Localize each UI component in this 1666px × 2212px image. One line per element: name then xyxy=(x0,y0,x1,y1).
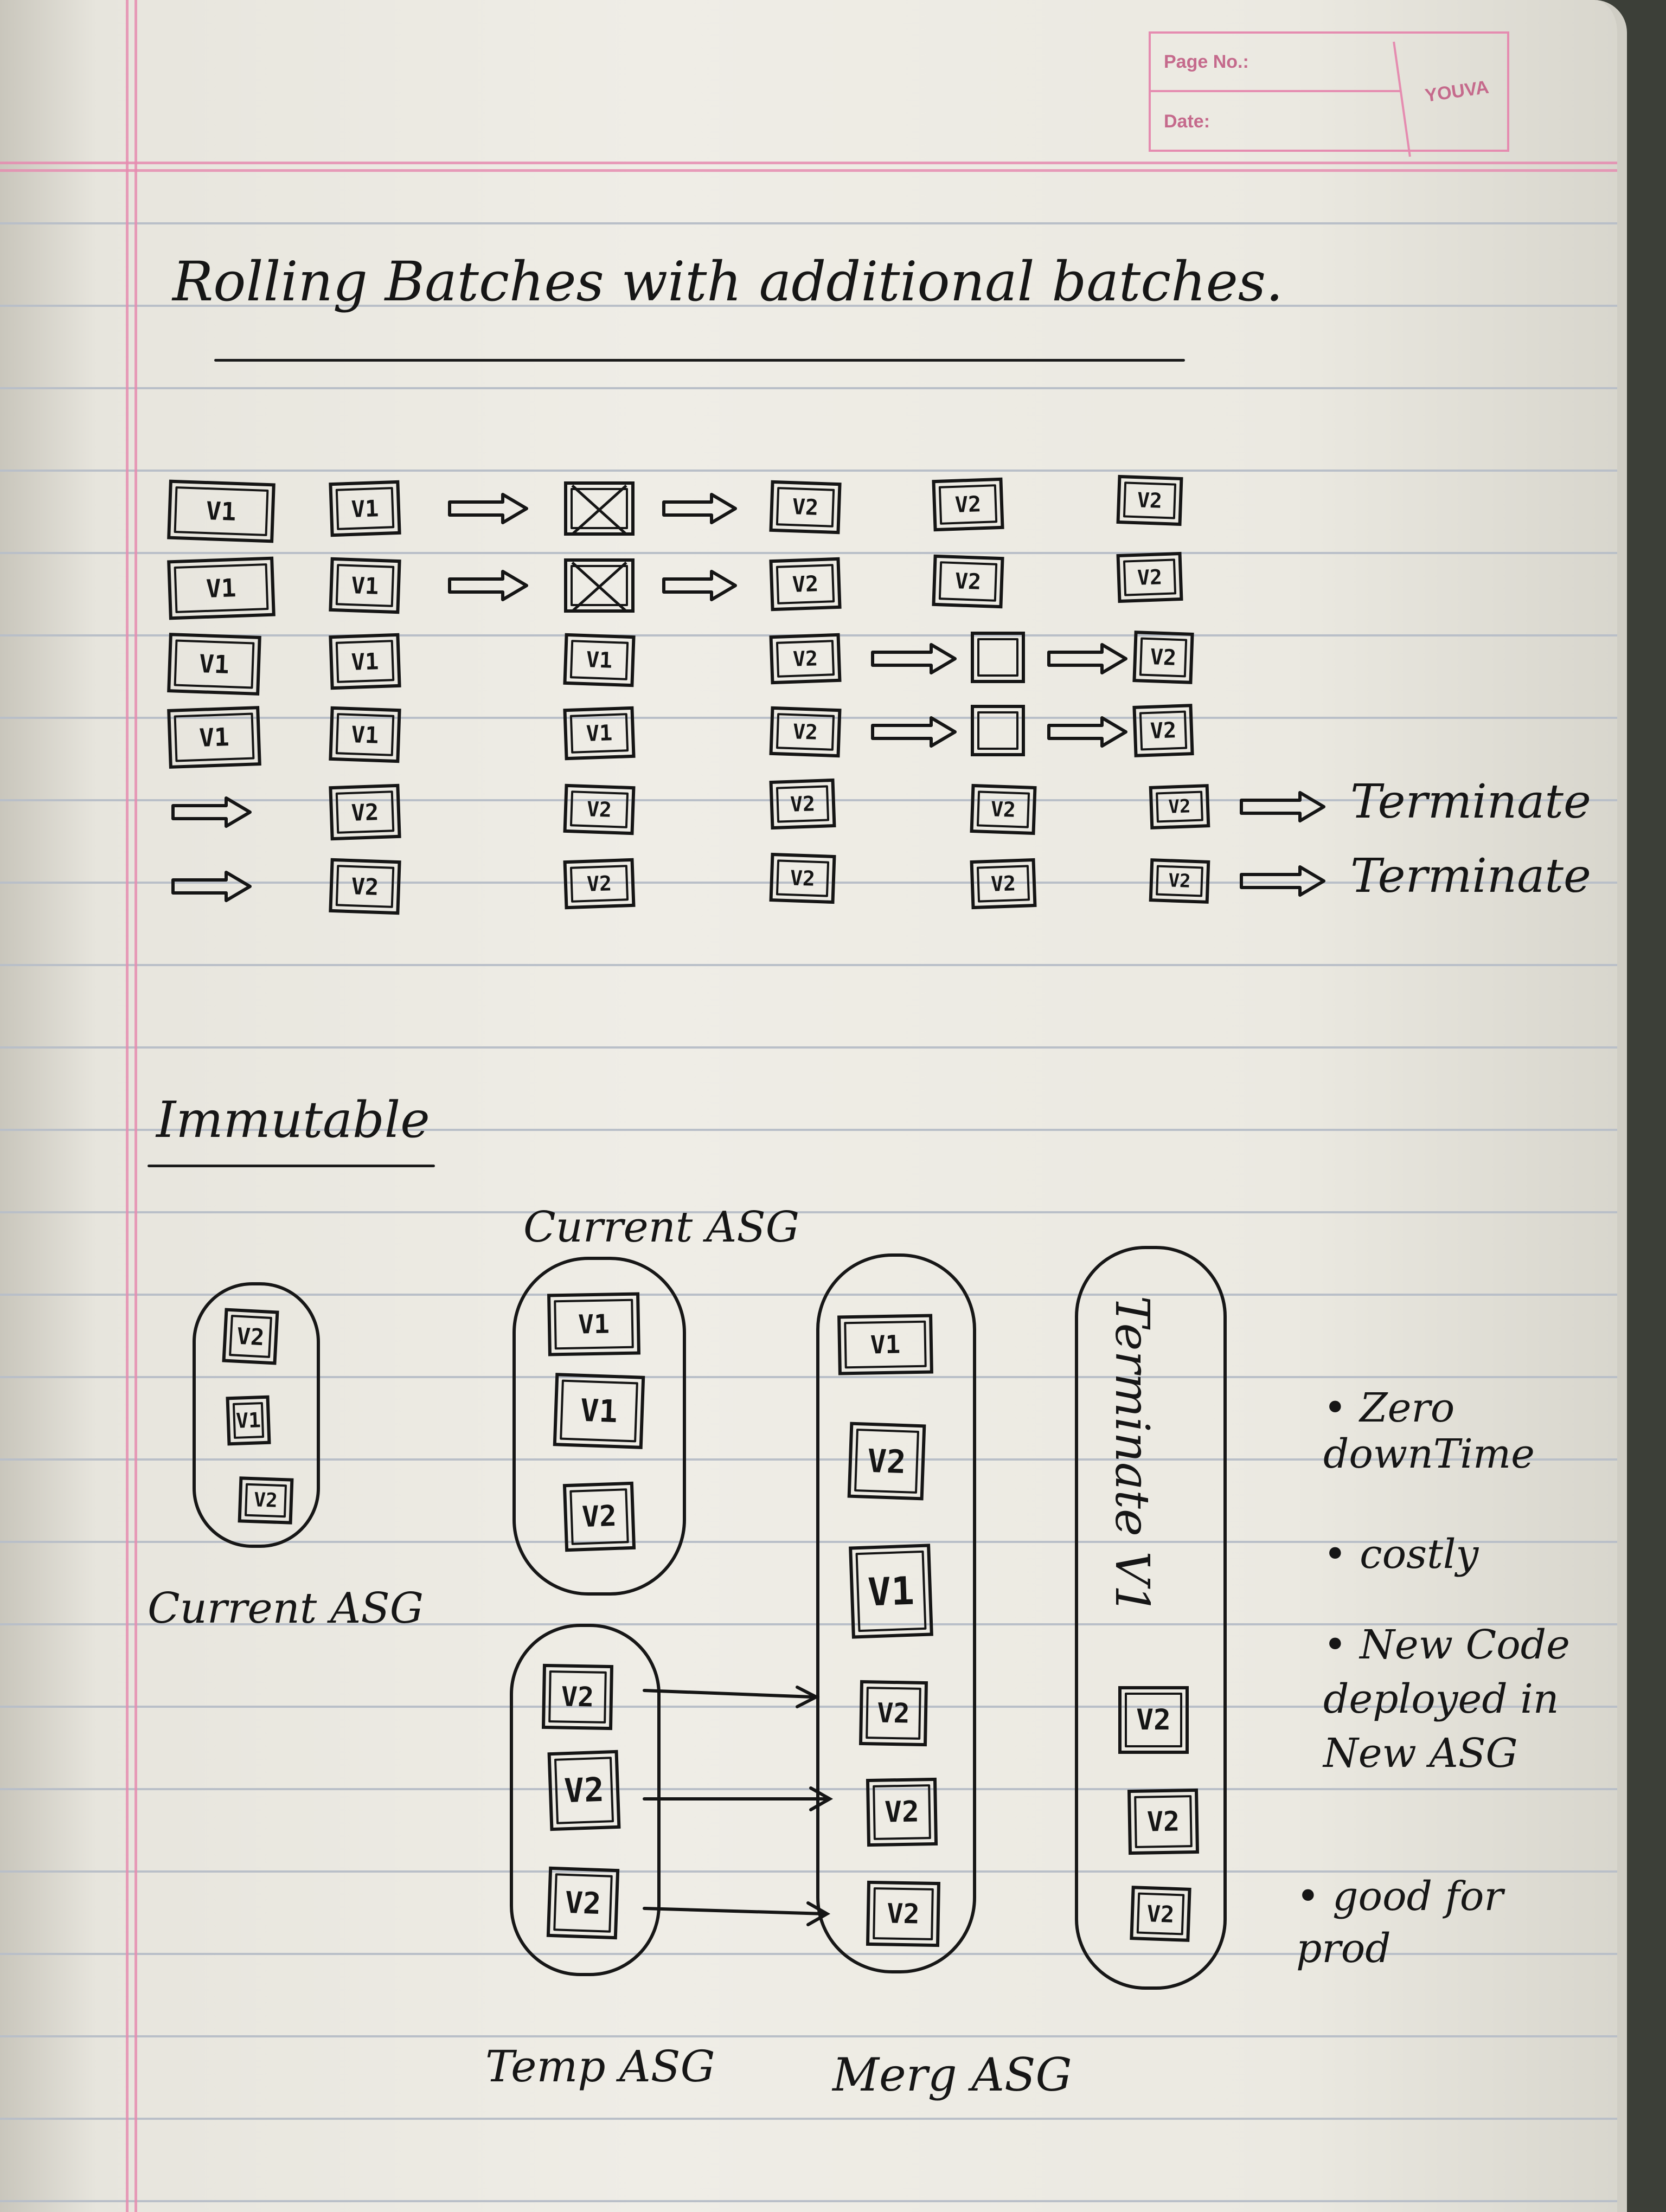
terminate-col-v2-box: V2 xyxy=(1118,1686,1189,1754)
rolling-arrow-icon xyxy=(1240,791,1325,822)
terminate-label: Terminate xyxy=(1350,849,1591,903)
rolling-arrow-icon xyxy=(662,493,737,524)
merge-asg-label: Merg ASG xyxy=(832,2048,1072,2101)
terminated-box xyxy=(564,558,635,613)
instance-label: V2 xyxy=(1136,1703,1171,1737)
rolling-arrow-icon xyxy=(1240,865,1325,897)
rolling-arrow-icon xyxy=(871,643,957,674)
terminate-label: Terminate xyxy=(1350,775,1591,829)
rolling-title: Rolling Batches with additional batches. xyxy=(172,250,1283,313)
note-good-for-prod: • good for prod xyxy=(1296,1873,1503,1972)
temp-to-merge-arrows xyxy=(643,1686,834,1926)
empty-box xyxy=(971,705,1025,756)
date-field: Date: xyxy=(1164,111,1210,132)
immutable-title: Immutable xyxy=(156,1091,430,1149)
terminated-box xyxy=(564,481,635,536)
bullet: • xyxy=(1323,1622,1360,1668)
rolling-arrow-icon xyxy=(871,716,957,748)
current-asg-small-capsule xyxy=(193,1282,320,1548)
immutable-title-underline xyxy=(148,1165,435,1167)
instance-box-inner xyxy=(1125,1693,1182,1747)
note-new-code: • New Code deployed in New ASG xyxy=(1323,1622,1570,1777)
page-header-box: Page No.: Date: YOUVA xyxy=(1149,26,1519,157)
rolling-arrow-icon xyxy=(171,796,252,828)
rolling-arrow-icon xyxy=(448,493,528,524)
instance-box-inner xyxy=(977,711,1018,750)
note-zero-downtime: • Zero downTime xyxy=(1323,1385,1535,1478)
rolling-arrow-icon xyxy=(1047,716,1127,748)
margin-line-left xyxy=(126,0,129,2212)
arrow-line xyxy=(643,1907,826,1915)
margin-line-left-2 xyxy=(134,0,137,2212)
page-no-field: Page No.: xyxy=(1151,34,1400,92)
temp-asg-label: Temp ASG xyxy=(485,2041,715,2092)
rolling-title-underline xyxy=(214,359,1185,362)
bullet: • xyxy=(1296,1873,1333,1920)
arrow-line xyxy=(643,1689,814,1699)
top-margin-line-2 xyxy=(0,169,1617,172)
rolling-arrow-icon xyxy=(171,871,252,902)
instance-box-inner xyxy=(571,565,628,606)
instance-box-inner xyxy=(571,488,628,529)
bullet: • xyxy=(1323,1531,1360,1578)
rolling-arrow-icon xyxy=(662,570,737,601)
instance-box-inner xyxy=(977,638,1018,677)
note-costly: • costly xyxy=(1323,1531,1479,1578)
top-margin-line xyxy=(0,162,1617,164)
terminate-asg-capsule xyxy=(1075,1246,1227,1990)
bullet: • xyxy=(1323,1385,1360,1431)
current-asg-capsule xyxy=(512,1257,686,1596)
rolling-arrow-icon xyxy=(448,570,528,601)
rolling-arrow-icon xyxy=(1047,643,1127,674)
merge-asg-capsule xyxy=(816,1253,976,1973)
empty-box xyxy=(971,632,1025,683)
current-asg-label-top: Current ASG xyxy=(523,1203,800,1252)
current-asg-label-left: Current ASG xyxy=(148,1584,424,1633)
notebook-page: Page No.: Date: YOUVA Rolling Batches wi… xyxy=(0,0,1627,2212)
